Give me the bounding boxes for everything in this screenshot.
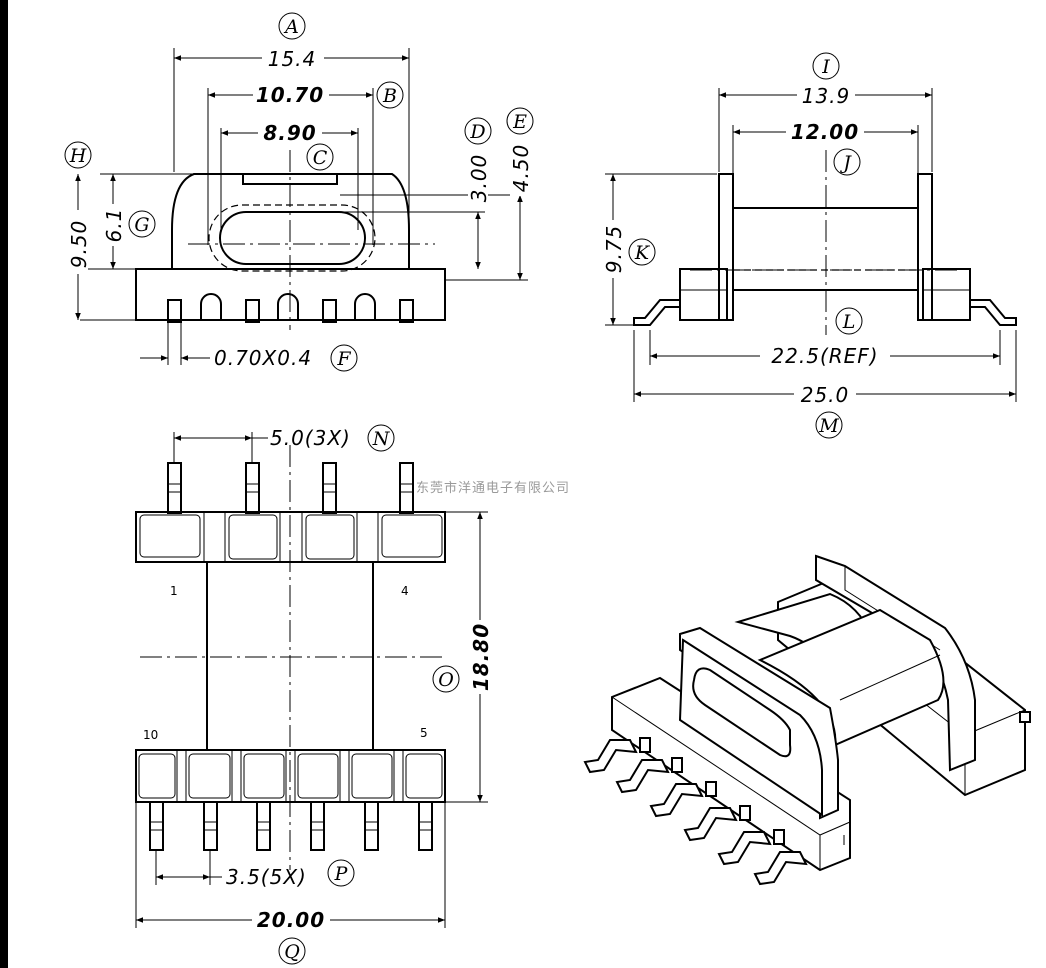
svg-text:D: D bbox=[469, 121, 485, 143]
svg-text:N: N bbox=[372, 428, 391, 450]
svg-text:E: E bbox=[512, 111, 527, 133]
svg-text:M: M bbox=[818, 415, 839, 437]
dim-h-value: 9.50 bbox=[67, 220, 91, 269]
dim-i-value: 13.9 bbox=[802, 84, 851, 108]
dim-l-value: 22.5(REF) bbox=[771, 344, 878, 368]
svg-text:C: C bbox=[313, 147, 328, 169]
bottom-bottom-pins bbox=[149, 801, 433, 851]
callout-b: B bbox=[376, 81, 404, 109]
svg-text:A: A bbox=[283, 16, 299, 38]
dim-g-value: 6.1 bbox=[102, 208, 126, 243]
callout-j: J bbox=[833, 148, 861, 176]
svg-text:Q: Q bbox=[284, 941, 300, 963]
dim-q-value: 20.00 bbox=[257, 908, 325, 932]
pin-label-10: 10 bbox=[143, 728, 158, 742]
callout-d: D bbox=[464, 117, 492, 145]
pin-label-1: 1 bbox=[170, 584, 178, 598]
svg-text:K: K bbox=[634, 242, 651, 264]
svg-text:P: P bbox=[334, 863, 349, 885]
callout-bubbles: A B C D E F G H I J K L M N O P Q bbox=[64, 12, 863, 965]
svg-text:O: O bbox=[438, 669, 454, 691]
callout-i: I bbox=[812, 52, 840, 80]
dim-j-value: 12.00 bbox=[791, 120, 859, 144]
svg-text:F: F bbox=[336, 348, 351, 370]
callout-h: H bbox=[64, 141, 92, 169]
svg-text:I: I bbox=[821, 56, 830, 78]
bottom-view: 1 4 10 5 5.0(3X) 18.80 3.5(5X) 20.00 bbox=[135, 426, 493, 932]
dim-a-value: 15.4 bbox=[268, 47, 317, 71]
svg-text:G: G bbox=[134, 214, 149, 236]
svg-text:L: L bbox=[842, 311, 856, 333]
callout-e: E bbox=[506, 107, 534, 135]
page-left-border bbox=[0, 0, 8, 968]
front-pins bbox=[167, 299, 414, 323]
pin-label-4: 4 bbox=[401, 584, 409, 598]
callout-l: L bbox=[835, 307, 863, 335]
dim-e-value: 4.50 bbox=[509, 144, 533, 193]
dim-b-value: 10.70 bbox=[256, 83, 324, 107]
pin-label-5: 5 bbox=[420, 726, 428, 740]
svg-text:H: H bbox=[69, 145, 87, 167]
dim-o-value: 18.80 bbox=[469, 623, 493, 691]
callout-g: G bbox=[128, 210, 156, 238]
callout-q: Q bbox=[278, 937, 306, 965]
isometric-view bbox=[583, 554, 1031, 886]
dim-f-value: 0.70X0.4 bbox=[214, 346, 312, 370]
side-view: 13.9 12.00 9.75 22.5(REF) 25.0 bbox=[602, 83, 1017, 407]
dim-p-value: 3.5(5X) bbox=[226, 865, 307, 889]
svg-text:B: B bbox=[382, 85, 397, 107]
dim-k-value: 9.75 bbox=[602, 225, 626, 274]
callout-p: P bbox=[327, 859, 355, 887]
front-view: 15.4 10.70 8.90 9.50 6.1 3.00 4.50 0.70X… bbox=[67, 46, 533, 370]
company-watermark: 东莞市洋通电子有限公司 bbox=[416, 480, 570, 496]
callout-o: O bbox=[432, 665, 460, 693]
callout-c: C bbox=[306, 143, 334, 171]
dim-c-value: 8.90 bbox=[263, 121, 316, 145]
dim-m-value: 25.0 bbox=[801, 383, 850, 407]
callout-m: M bbox=[815, 411, 843, 439]
dim-d-value: 3.00 bbox=[467, 154, 491, 203]
iso-leads bbox=[583, 737, 808, 886]
callout-n: N bbox=[367, 424, 395, 452]
callout-k: K bbox=[628, 238, 656, 266]
svg-text:J: J bbox=[839, 152, 852, 174]
dim-n-value: 5.0(3X) bbox=[270, 426, 351, 450]
callout-f: F bbox=[330, 344, 358, 372]
callout-a: A bbox=[278, 12, 306, 40]
